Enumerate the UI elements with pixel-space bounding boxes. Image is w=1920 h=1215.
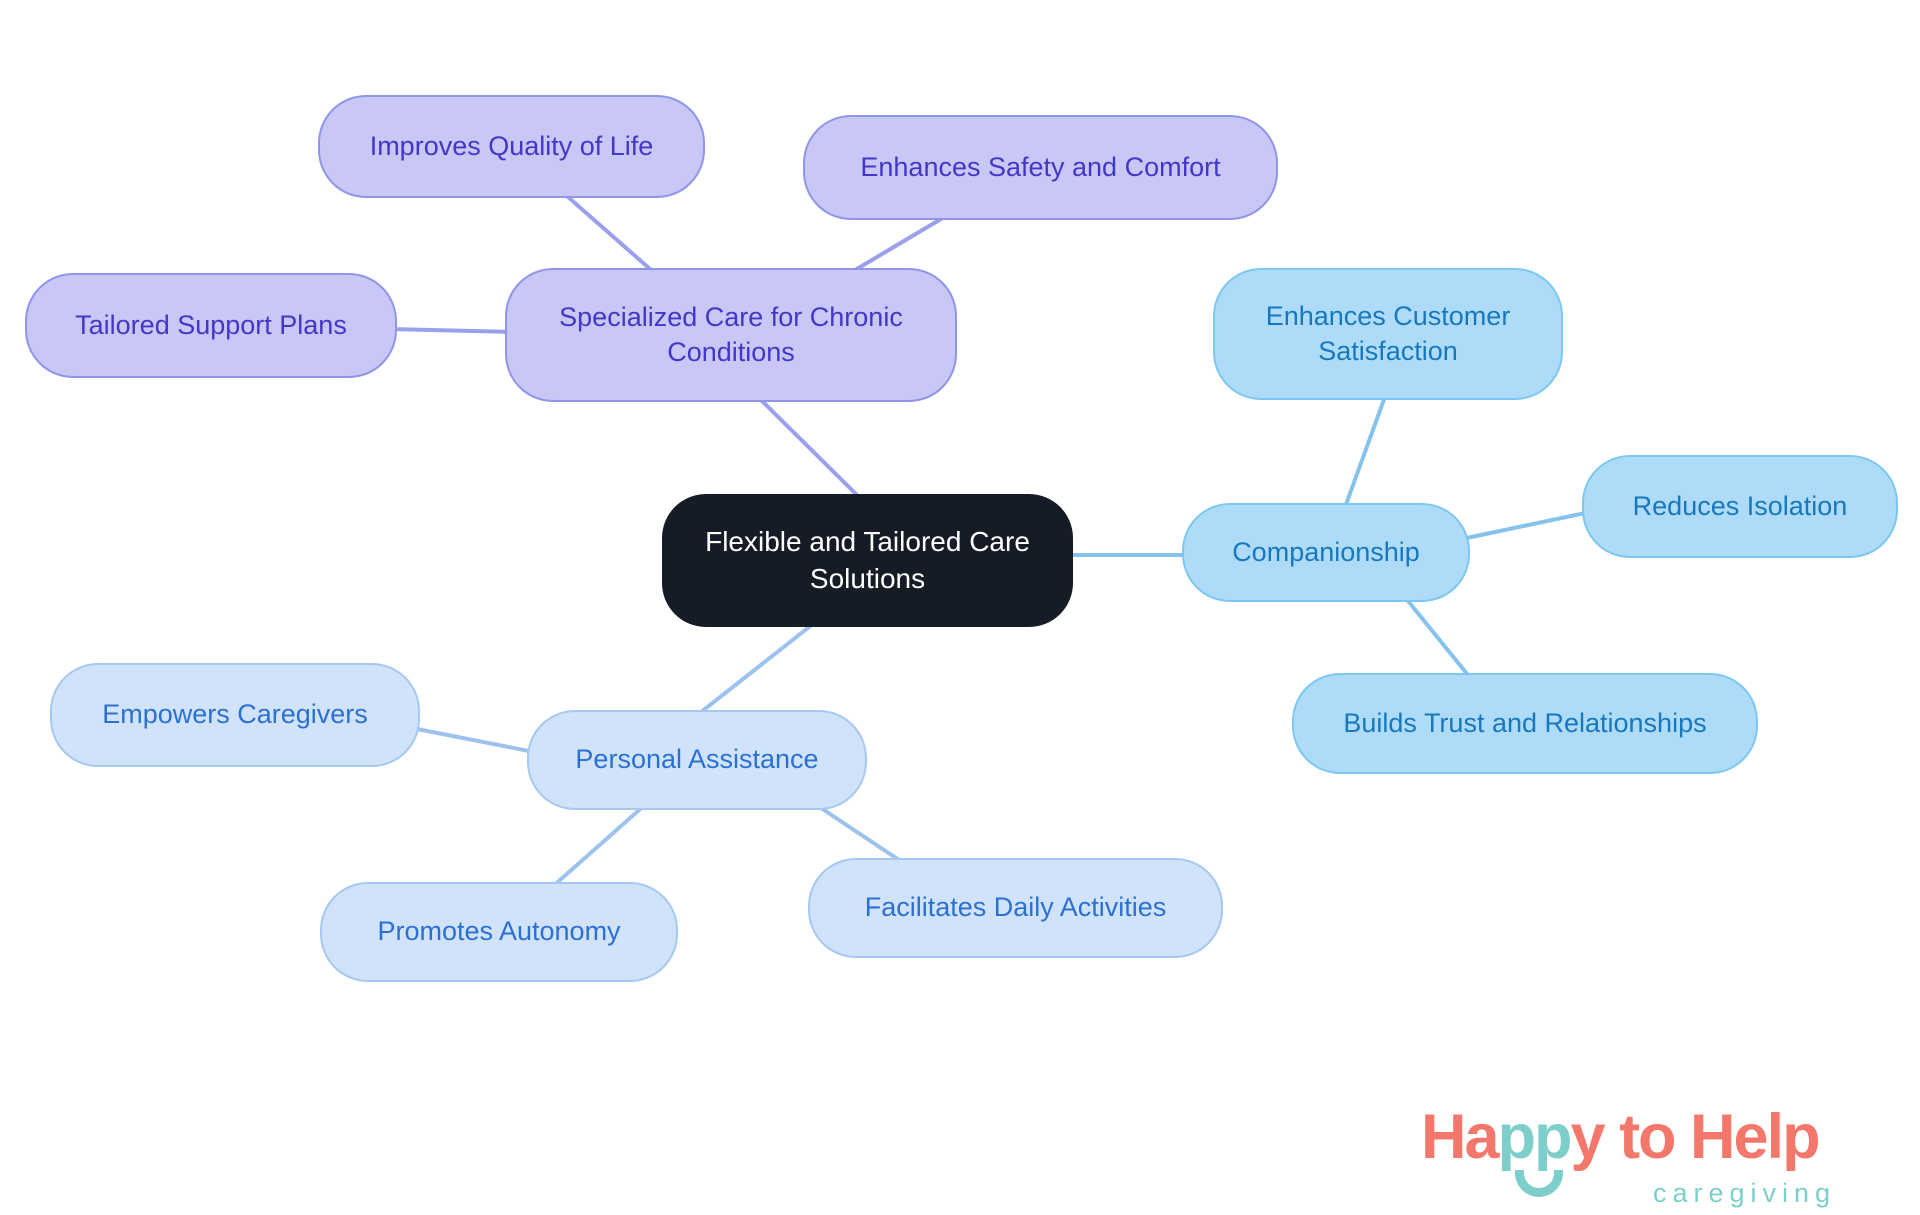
node-safety-comfort: Enhances Safety and Comfort (803, 115, 1278, 220)
node-label: Empowers Caregivers (102, 699, 368, 730)
edge-central-personal (694, 618, 820, 718)
node-tailored-plans: Tailored Support Plans (25, 273, 397, 378)
smile-icon (1515, 1170, 1563, 1197)
logo-text-coral: y (1570, 1102, 1606, 1172)
node-empowers-caregivers: Empowers Caregivers (50, 663, 420, 767)
node-label: Specialized Care for Chronic Conditions (559, 301, 903, 367)
node-label: Personal Assistance (575, 744, 819, 775)
logo-text-teal: pp (1497, 1102, 1573, 1172)
logo-tagline: caregiving (1653, 1178, 1837, 1208)
node-label: Enhances Customer Satisfaction (1265, 300, 1511, 366)
logo-text-coral: to Help (1603, 1102, 1821, 1172)
logo-wordmark: Happy to Help (1421, 1102, 1821, 1172)
node-label: Reduces Isolation (1632, 490, 1848, 521)
node-label: Promotes Autonomy (377, 916, 621, 947)
edge-safety-specialized (843, 214, 948, 278)
node-facilitates-activities: Facilitates Daily Activities (808, 858, 1223, 958)
edge-companionship-trust (1402, 594, 1474, 682)
node-label: Companionship (1232, 536, 1420, 567)
logo-text-coral: Ha (1421, 1102, 1500, 1172)
node-improves-quality: Improves Quality of Life (318, 95, 705, 198)
node-label: Facilitates Daily Activities (864, 892, 1167, 923)
node-customer-satisfaction: Enhances Customer Satisfaction (1213, 268, 1563, 400)
node-label: Tailored Support Plans (75, 309, 347, 340)
edge-companionship-isolation (1460, 510, 1592, 541)
node-companionship: Companionship (1182, 503, 1470, 602)
node-promotes-autonomy: Promotes Autonomy (320, 882, 678, 982)
edge-personal-promotes (549, 802, 648, 890)
edge-empowers-personal (410, 726, 536, 754)
node-personal-assistance: Personal Assistance (527, 710, 867, 810)
edge-customer-companionship (1342, 392, 1388, 512)
edge-personal-facilitates (813, 802, 907, 866)
node-label: Improves Quality of Life (369, 130, 654, 161)
node-reduces-isolation: Reduces Isolation (1582, 455, 1898, 558)
happy-to-help-logo: Happy to Help caregiving (1421, 1102, 1891, 1214)
node-label: Builds Trust and Relationships (1343, 707, 1707, 738)
node-central-topic: Flexible and Tailored Care Solutions (662, 494, 1073, 627)
edge-specialized-central (754, 393, 864, 502)
node-label: Flexible and Tailored Care Solutions (705, 526, 1030, 594)
node-label: Enhances Safety and Comfort (860, 151, 1221, 182)
node-specialized-care: Specialized Care for Chronic Conditions (505, 268, 957, 402)
node-trust-relationships: Builds Trust and Relationships (1292, 673, 1758, 774)
edge-improves-specialized (558, 188, 660, 278)
edge-tailored-specialized (388, 327, 514, 334)
